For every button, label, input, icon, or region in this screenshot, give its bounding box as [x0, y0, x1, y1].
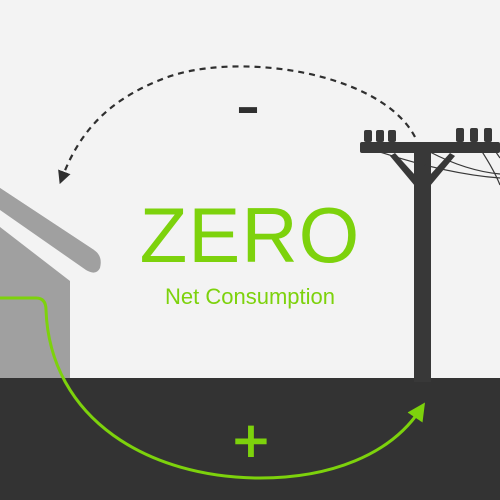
net-consumption-subtitle: Net Consumption [165, 284, 335, 309]
import-plus-sign: + [230, 411, 272, 469]
power-lines-icon [379, 141, 500, 186]
zero-headline: ZERO [139, 191, 361, 279]
house-icon [0, 188, 101, 378]
export-arrow [58, 65, 416, 185]
import-arrow [0, 296, 425, 480]
export-minus-sign: – [236, 80, 260, 134]
ground [0, 378, 500, 500]
